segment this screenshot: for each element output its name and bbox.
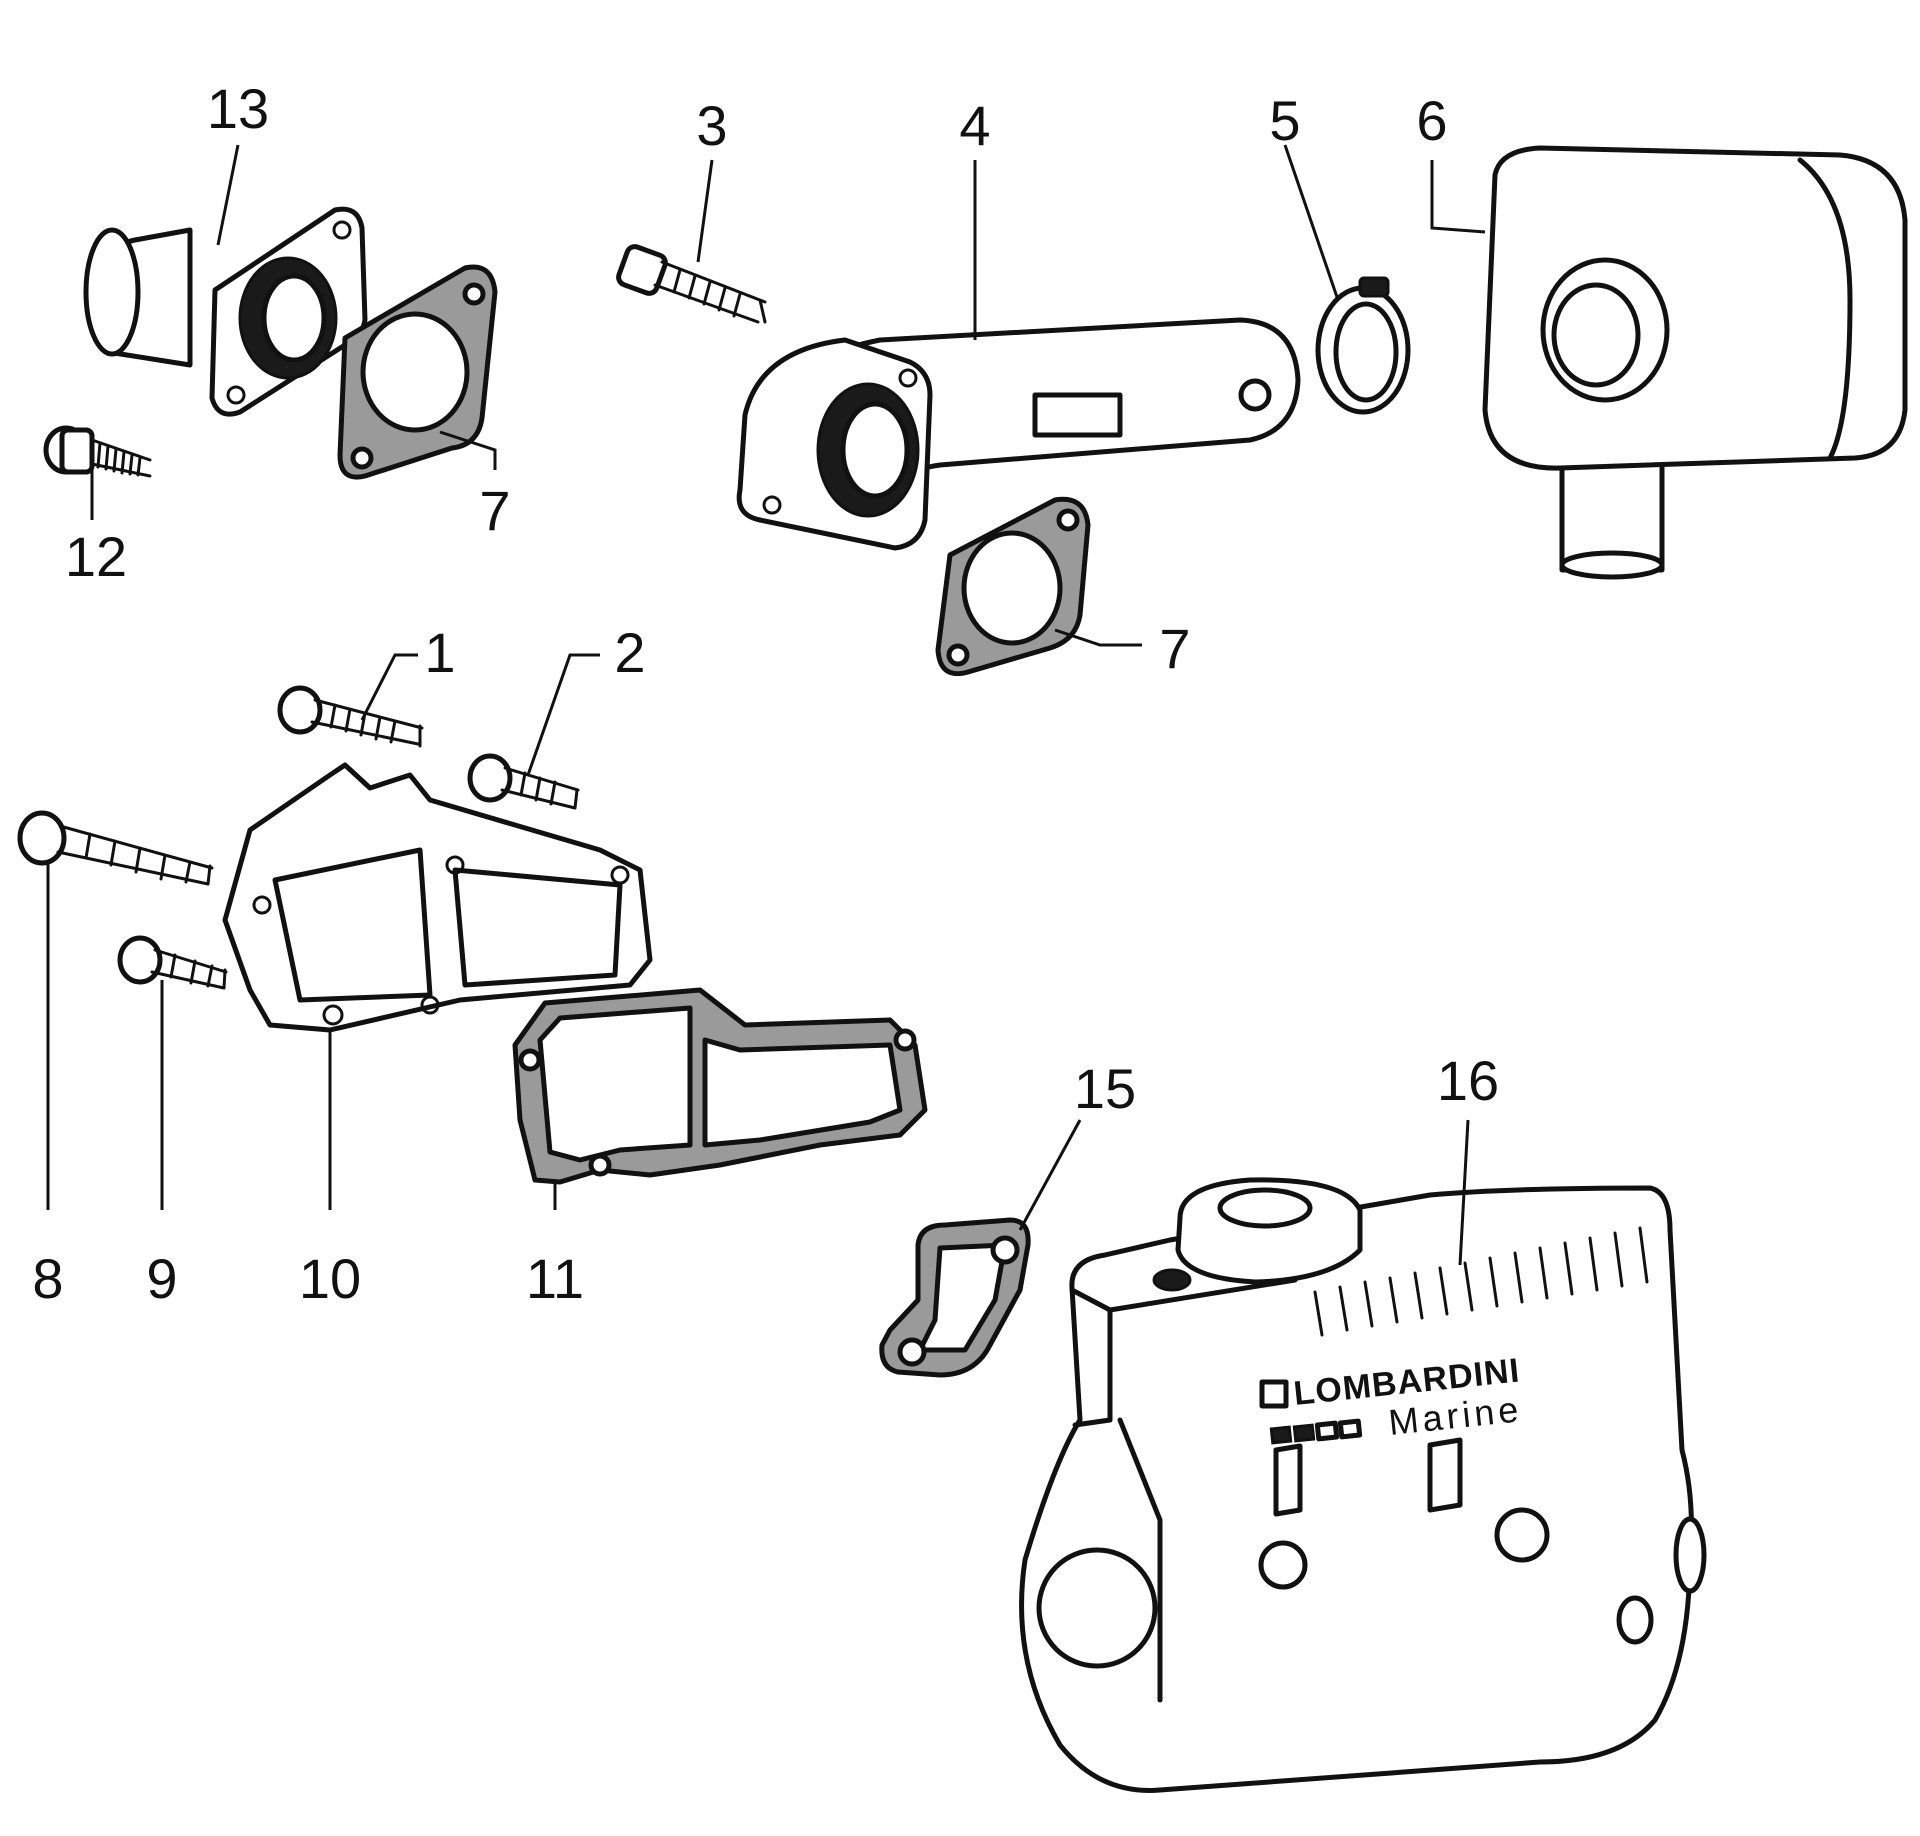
leader-6	[1430, 160, 1486, 234]
part-7-gasket-upper	[337, 264, 498, 480]
part-3-screw	[616, 244, 767, 324]
callout-12: 12	[65, 525, 127, 588]
leader-16	[1458, 1119, 1470, 1266]
callout-7-lower: 7	[1159, 617, 1190, 680]
callout-10: 10	[299, 1247, 361, 1310]
callout-7-upper: 7	[479, 479, 510, 542]
callout-numbers: 13 12 7 3 4 5 6 7 1 2 8 9 10 11 15 16	[32, 77, 1499, 1310]
callout-9: 9	[146, 1247, 177, 1310]
part-8-long-bolt	[17, 810, 214, 886]
part-9-screw	[117, 935, 228, 990]
part-6-muffler	[1482, 145, 1908, 580]
part-7-gasket-lower	[935, 496, 1091, 677]
brand-logo-icon	[1259, 1379, 1289, 1409]
callout-16: 16	[1437, 1049, 1499, 1112]
callout-4: 4	[959, 94, 990, 157]
leader-7a	[439, 430, 497, 470]
callout-15: 15	[1074, 1057, 1136, 1120]
part-5-hose-clamp	[1315, 276, 1411, 415]
leader-3	[696, 159, 714, 263]
leader-2	[526, 653, 600, 776]
callout-1: 1	[424, 621, 455, 684]
callout-3: 3	[696, 94, 727, 157]
part-16-heat-exchanger: LOMBARDINI Marine	[1019, 1177, 1707, 1793]
part-13-outlet-pipe	[83, 206, 368, 417]
callout-13: 13	[207, 77, 269, 140]
leader-13	[216, 144, 240, 246]
part-12-screw	[43, 425, 152, 478]
leader-7b	[1054, 628, 1142, 647]
part-4-exhaust-manifold	[736, 317, 1301, 551]
leader-lines	[46, 144, 1486, 1266]
callout-2: 2	[614, 621, 645, 684]
callout-11: 11	[526, 1247, 584, 1310]
leader-1	[360, 653, 418, 721]
leader-5	[1283, 144, 1340, 301]
part-11-gasket	[512, 987, 928, 1185]
part-1-screw	[277, 685, 424, 748]
callout-5: 5	[1269, 89, 1300, 152]
callout-6: 6	[1416, 89, 1447, 152]
callout-8: 8	[32, 1247, 63, 1310]
part-2-screw	[467, 753, 580, 810]
leader-15	[1018, 1119, 1082, 1231]
part-10-manifold-body	[222, 762, 653, 1033]
part-15-small-gasket	[879, 1217, 1031, 1378]
